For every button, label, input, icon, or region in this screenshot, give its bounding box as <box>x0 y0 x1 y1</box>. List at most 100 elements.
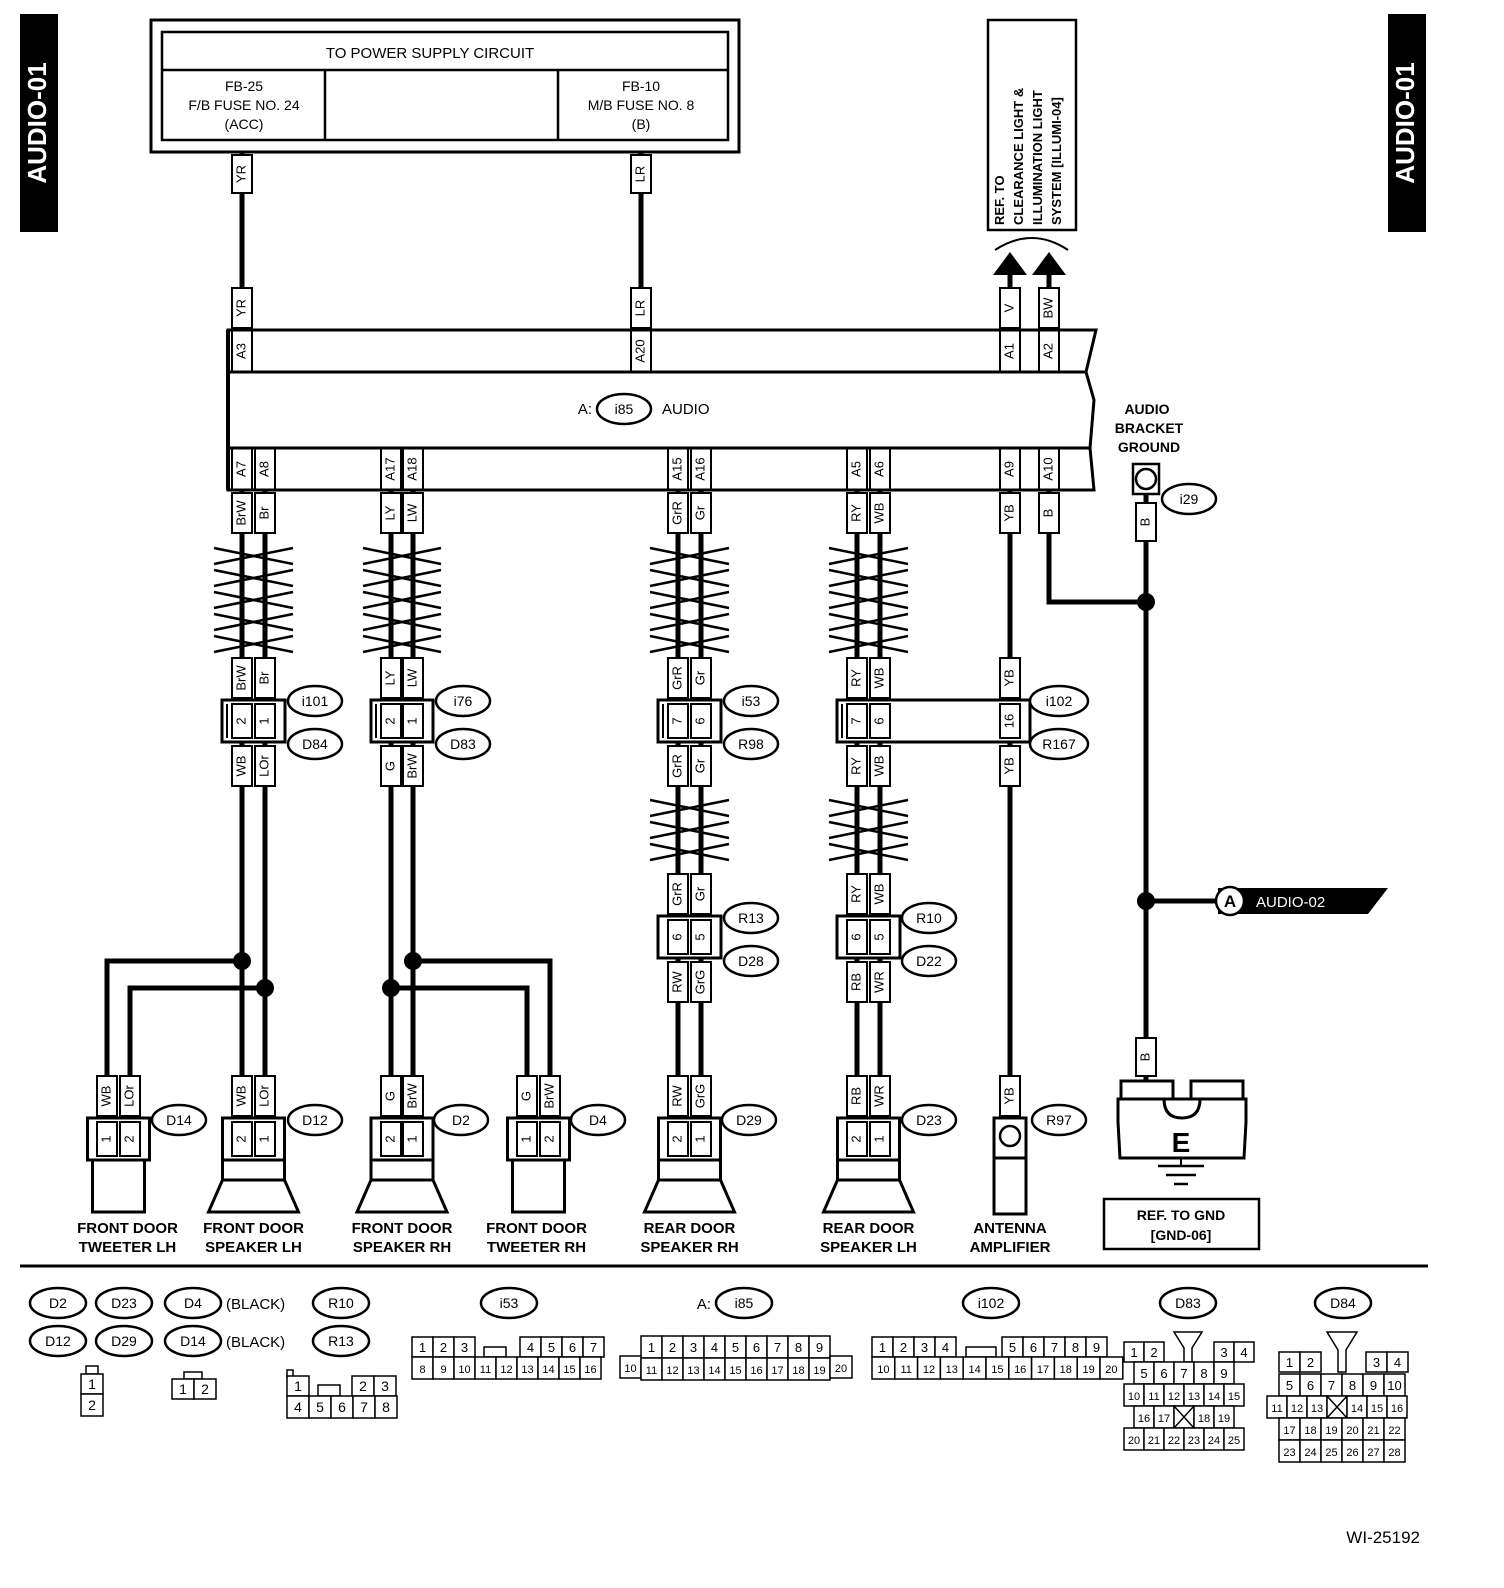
illum-ref-line1: REF. TO <box>992 175 1007 225</box>
pin-cell: 1 <box>294 1378 302 1394</box>
illum-ref-line2: CLEARANCE LIGHT & <box>1011 88 1026 225</box>
pin-cell: 3 <box>921 1340 928 1355</box>
pin-cell: 9 <box>440 1364 446 1376</box>
connector-id-oval <box>1030 1103 1088 1137</box>
wire-color-tag: LOr <box>254 1075 276 1117</box>
svg-text:LW: LW <box>404 668 419 687</box>
svg-text:G: G <box>382 761 397 771</box>
svg-text:WB: WB <box>871 884 886 905</box>
connector-id: R13 <box>328 1333 354 1349</box>
pin-cell: 14 <box>708 1365 720 1377</box>
svg-text:2: 2 <box>233 1135 248 1142</box>
wire-color-tag: Gr <box>690 873 712 915</box>
pin-cell: 12 <box>923 1364 935 1376</box>
pin-cell: 6 <box>569 1340 576 1355</box>
connector-id-oval <box>1158 1286 1218 1320</box>
wire-color-tag: RB <box>846 1075 868 1117</box>
pin-cell: 9 <box>1220 1366 1227 1381</box>
svg-text:1: 1 <box>871 1135 886 1142</box>
component-name: REAR DOOR <box>644 1220 736 1237</box>
splice-dot <box>233 952 251 970</box>
splice-dot <box>256 979 274 997</box>
svg-text:RY: RY <box>848 885 863 903</box>
pin-cell: 3 <box>690 1340 697 1355</box>
svg-text:2: 2 <box>233 717 248 724</box>
audio-pin: A8 <box>256 461 271 477</box>
connector-id: i53 <box>500 1295 519 1311</box>
svg-text:RY: RY <box>848 504 863 522</box>
pin-cell: 26 <box>1346 1447 1358 1459</box>
wire-color-tag: GrR <box>667 873 689 915</box>
wire-color-tag: GrR <box>667 657 689 699</box>
wire-color-tag: LW <box>402 492 424 534</box>
connector-id-oval <box>1028 684 1090 718</box>
audio-unit: A: i85 AUDIO <box>226 328 1098 492</box>
svg-text:YR: YR <box>233 165 248 183</box>
svg-text:Gr: Gr <box>692 670 707 685</box>
connector-id-oval <box>722 727 780 761</box>
power-supply-box: TO POWER SUPPLY CIRCUIT FB-25 F/B FUSE N… <box>149 18 741 154</box>
component-name: FRONT DOOR <box>203 1220 304 1237</box>
svg-text:WR: WR <box>871 1085 886 1107</box>
audio-pin: A15 <box>669 457 684 480</box>
connector-id: D84 <box>1330 1295 1356 1311</box>
svg-text:BrW: BrW <box>233 500 248 526</box>
pin-cell: 7 <box>1051 1340 1058 1355</box>
pin-cell: 1 <box>648 1340 655 1355</box>
wire-color-tag: LOr <box>119 1075 141 1117</box>
illumination-ref-box: REF. TO CLEARANCE LIGHT & ILLUMINATION L… <box>986 18 1078 330</box>
audio-pin: A17 <box>382 457 397 480</box>
bracket-ground: AUDIO BRACKET GROUND i29 <box>1115 401 1218 516</box>
connector-id-oval <box>900 901 958 935</box>
connector-id-oval <box>286 684 344 718</box>
svg-text:GrG: GrG <box>692 970 707 995</box>
wire-color-tag: B <box>1135 502 1157 542</box>
svg-text:GrG: GrG <box>692 1084 707 1109</box>
connector-id-oval <box>432 1103 490 1137</box>
svg-text:G: G <box>518 1091 533 1101</box>
pin-cell: 6 <box>1030 1340 1037 1355</box>
pin-cell: 11 <box>1148 1391 1159 1403</box>
wire-color-tag: RY <box>846 745 868 787</box>
pin-cell: 5 <box>316 1399 324 1415</box>
gnd-ref-line2: [GND-06] <box>1151 1227 1212 1243</box>
pin-cell: 14 <box>968 1364 980 1376</box>
wire-color-tag: LOr <box>254 745 276 787</box>
tweeter-icon <box>511 1158 566 1214</box>
pin-cell: 20 <box>835 1363 847 1375</box>
svg-text:1: 1 <box>404 1135 419 1142</box>
svg-text:WB: WB <box>233 756 248 777</box>
pin-cell: 3 <box>1373 1355 1380 1370</box>
wire-color-tag: LY <box>380 657 402 699</box>
svg-text:2: 2 <box>382 1135 397 1142</box>
pin-cell: 12 <box>666 1365 678 1377</box>
pin-cell: 21 <box>1367 1425 1379 1437</box>
svg-text:WB: WB <box>871 756 886 777</box>
svg-text:6: 6 <box>692 717 707 724</box>
pin-cell: 7 <box>590 1340 597 1355</box>
pin-cell: 15 <box>1371 1403 1383 1415</box>
svg-text:AUDIO: AUDIO <box>1124 401 1169 417</box>
pin-cell: 8 <box>1349 1378 1356 1393</box>
svg-text:LR: LR <box>632 166 647 183</box>
svg-text:7: 7 <box>669 717 684 724</box>
component-name: SPEAKER LH <box>820 1239 917 1256</box>
connector-id: D29 <box>111 1333 137 1349</box>
svg-text:6: 6 <box>871 717 886 724</box>
svg-text:GrR: GrR <box>669 501 684 525</box>
pin-cell: 17 <box>771 1365 783 1377</box>
svg-text:WB: WB <box>871 503 886 524</box>
pin-cell: 25 <box>1228 1435 1240 1447</box>
pin-cell: 17 <box>1037 1364 1049 1376</box>
svg-text:V: V <box>1001 303 1016 312</box>
wire-color-tag: YB <box>999 1075 1021 1117</box>
connector-id: R167 <box>1042 736 1076 752</box>
pin-cell: 6 <box>1307 1378 1314 1393</box>
wire-color-tag: BrW <box>402 745 424 787</box>
pin-cell: 18 <box>1304 1425 1316 1437</box>
twisted-pair-icon <box>649 798 730 862</box>
